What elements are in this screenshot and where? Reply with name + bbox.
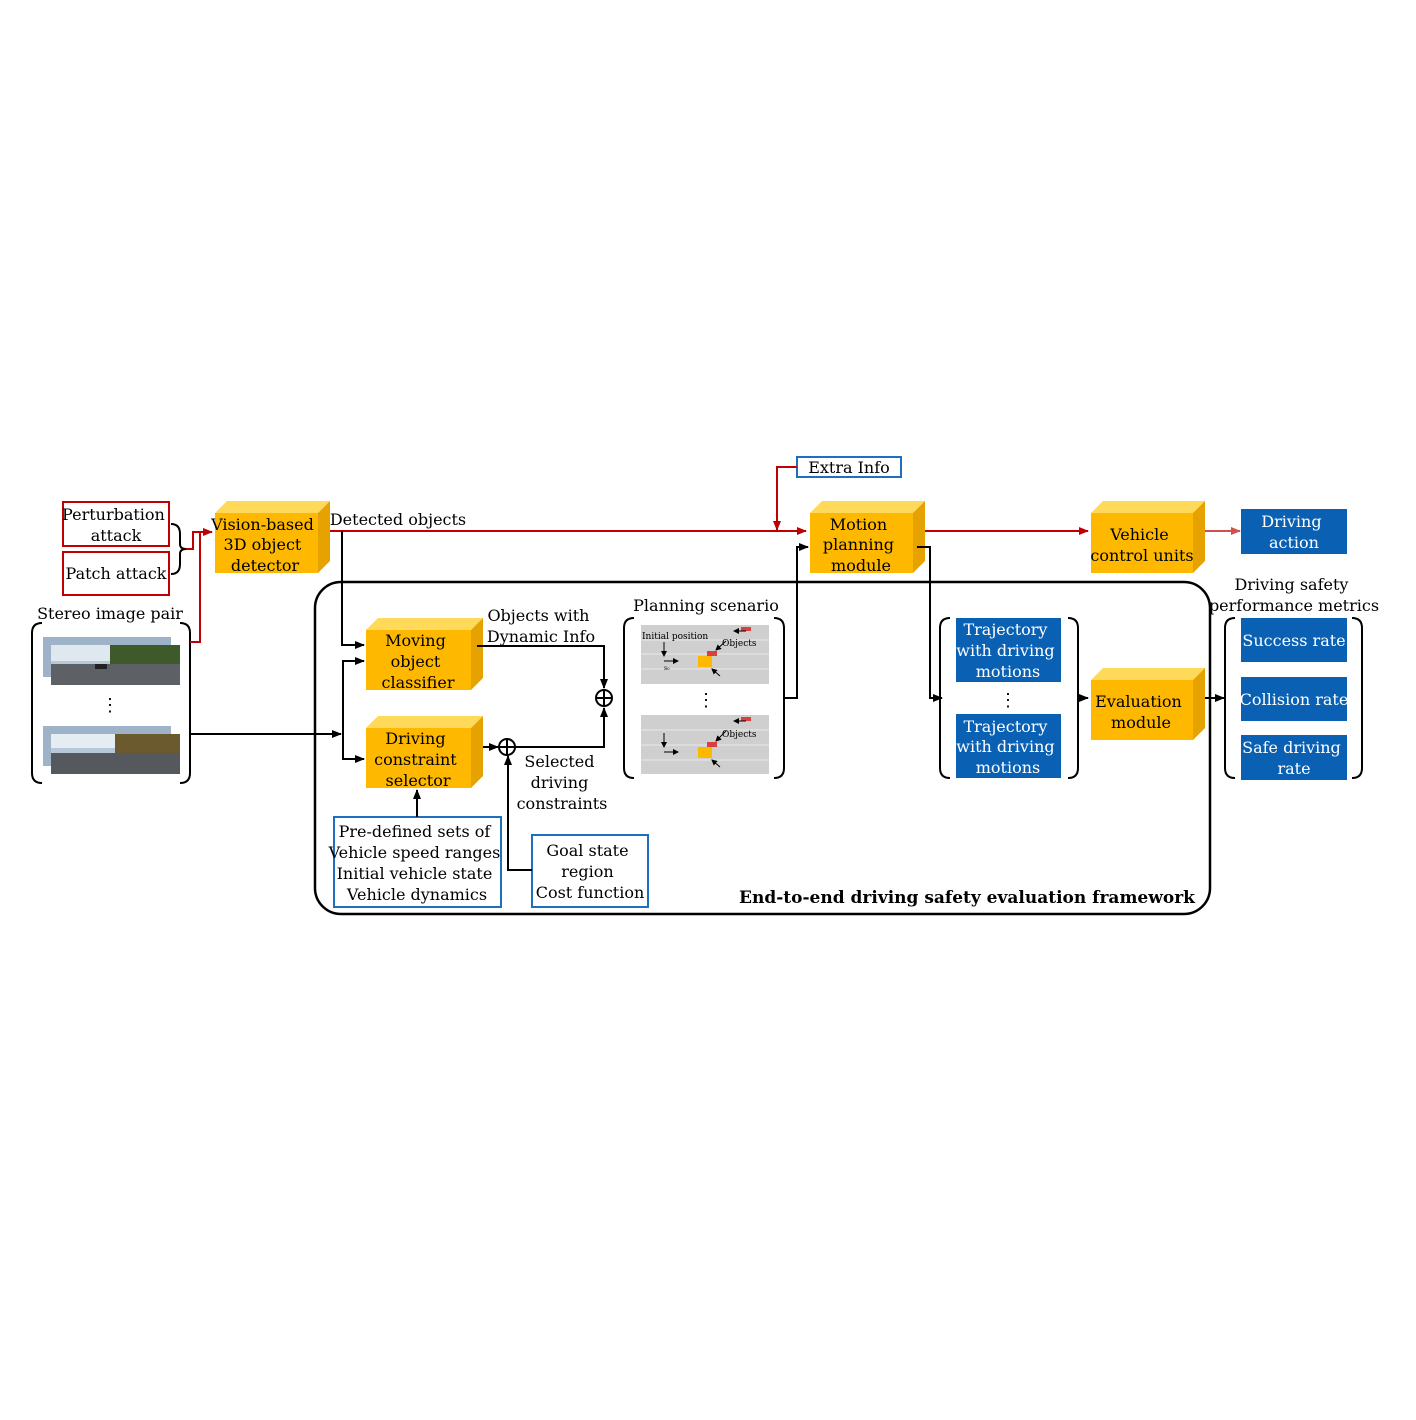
metrics-title: Driving safety performance metrics (1209, 575, 1379, 615)
objects-dynamic-label: Objects with Dynamic Info (487, 606, 595, 646)
classifier-to-sum-arrow (477, 645, 608, 689)
svg-text:Initial position: Initial position (642, 632, 708, 642)
vehicle-control-block: Vehicle control units (1090, 501, 1205, 573)
svg-text:s₀: s₀ (664, 665, 670, 672)
planning-to-trajectory-arrow (917, 546, 943, 702)
predefined-sets-box: Pre-defined sets of Vehicle speed ranges… (328, 816, 506, 908)
trajectory-bracket-right (1067, 617, 1079, 779)
detector-to-classifier-arrow (341, 531, 365, 649)
svg-text:Driving constraint: Driving constraint selector (374, 729, 462, 790)
svg-text:Vehicle control units: Vehicle control units (1090, 525, 1193, 565)
stereo-to-detector-arrow (190, 532, 201, 643)
trajectory-box-bottom: Trajectory with driving motions (956, 714, 1061, 778)
perturbation-attack-box: Perturbation attack (62, 501, 170, 547)
svg-text:Extra Info: Extra Info (808, 458, 890, 477)
trajectory-box-top: Trajectory with driving motions (956, 618, 1061, 682)
trajectory-bracket-left (939, 617, 951, 779)
branch-to-selector-arrow (342, 734, 365, 763)
sum-node-scenario (595, 689, 613, 707)
scenario-bracket-right (773, 617, 785, 779)
scenario-map-top: Initial position s₀ Objects (641, 625, 769, 684)
stereo-ellipsis: ⋮ (101, 695, 119, 716)
extra-info-arrow (773, 466, 797, 531)
svg-text:Vision-based 3D object: Vision-based 3D object detector (210, 515, 319, 575)
metric-collision-rate: Collision rate (1240, 677, 1349, 721)
svg-text:Perturbation attack: Perturbation attack (62, 505, 170, 545)
scenario-bracket-left (623, 617, 635, 779)
detected-objects-label: Detected objects (330, 510, 466, 529)
stereo-image-bottom (43, 726, 180, 774)
selected-constraints-label: Selected driving constraints (517, 752, 608, 813)
svg-text:Safe driving rate: Safe driving rate (1242, 738, 1346, 778)
detector-block: Vision-based 3D object detector (210, 501, 330, 575)
extra-info-box: Extra Info (796, 456, 902, 478)
scenario-map-bottom: Objects (641, 715, 769, 774)
svg-text:Moving object clas: Moving object classifier (382, 631, 455, 692)
svg-text:Goal state region: Goal state region Cost function (536, 841, 645, 902)
svg-text:Collision rate: Collision rate (1240, 690, 1349, 709)
moving-classifier-block: Moving object classifier (366, 618, 483, 692)
goal-state-box: Goal state region Cost function (531, 834, 649, 908)
svg-text:Trajectory with driving: Trajectory with driving motions (956, 620, 1059, 681)
svg-text:Objects: Objects (722, 730, 757, 740)
attack-brace (170, 523, 187, 575)
sum-node-constraints (498, 738, 516, 756)
metric-success-rate: Success rate (1241, 618, 1347, 662)
driving-action-box: Driving action (1241, 509, 1347, 554)
framework-title: End-to-end driving safety evaluation fra… (739, 888, 1196, 908)
goal-to-sum-arrow (504, 755, 532, 871)
constraint-selector-block: Driving constraint selector (366, 716, 483, 790)
svg-text:Patch attack: Patch attack (66, 564, 167, 583)
framework-container (313, 580, 1212, 916)
stereo-bracket-left (31, 622, 43, 784)
svg-text:Pre-defined sets of Vehi: Pre-defined sets of Vehicle speed ranges… (328, 822, 506, 904)
constraints-to-sum-arrow (515, 707, 608, 748)
scenario-to-planning-arrow (784, 543, 809, 699)
attack-arrow (186, 528, 213, 550)
trajectory-ellipsis: ⋮ (999, 690, 1017, 711)
svg-text:Evaluation module: Evaluation module (1095, 692, 1187, 732)
stereo-image-top (43, 637, 180, 685)
planning-scenario-label: Planning scenario (633, 596, 779, 615)
svg-text:Success rate: Success rate (1242, 631, 1345, 650)
metric-safe-driving-rate: Safe driving rate (1241, 735, 1347, 780)
stereo-label: Stereo image pair (37, 604, 183, 623)
patch-attack-box: Patch attack (62, 551, 170, 596)
evaluation-block: Evaluation module (1091, 668, 1205, 740)
motion-planning-block: Motion planning module (810, 501, 925, 575)
metrics-bracket-right (1351, 617, 1363, 779)
scenario-ellipsis: ⋮ (697, 690, 715, 711)
metrics-bracket-left (1224, 617, 1236, 779)
svg-text:Trajectory with driving: Trajectory with driving motions (956, 717, 1059, 777)
svg-text:Motion planning mo: Motion planning module (823, 515, 899, 575)
stereo-bracket-right (179, 622, 191, 784)
svg-text:Driving action: Driving action (1261, 512, 1326, 552)
branch-to-classifier-arrow (342, 657, 365, 734)
svg-text:Objects: Objects (722, 639, 757, 649)
